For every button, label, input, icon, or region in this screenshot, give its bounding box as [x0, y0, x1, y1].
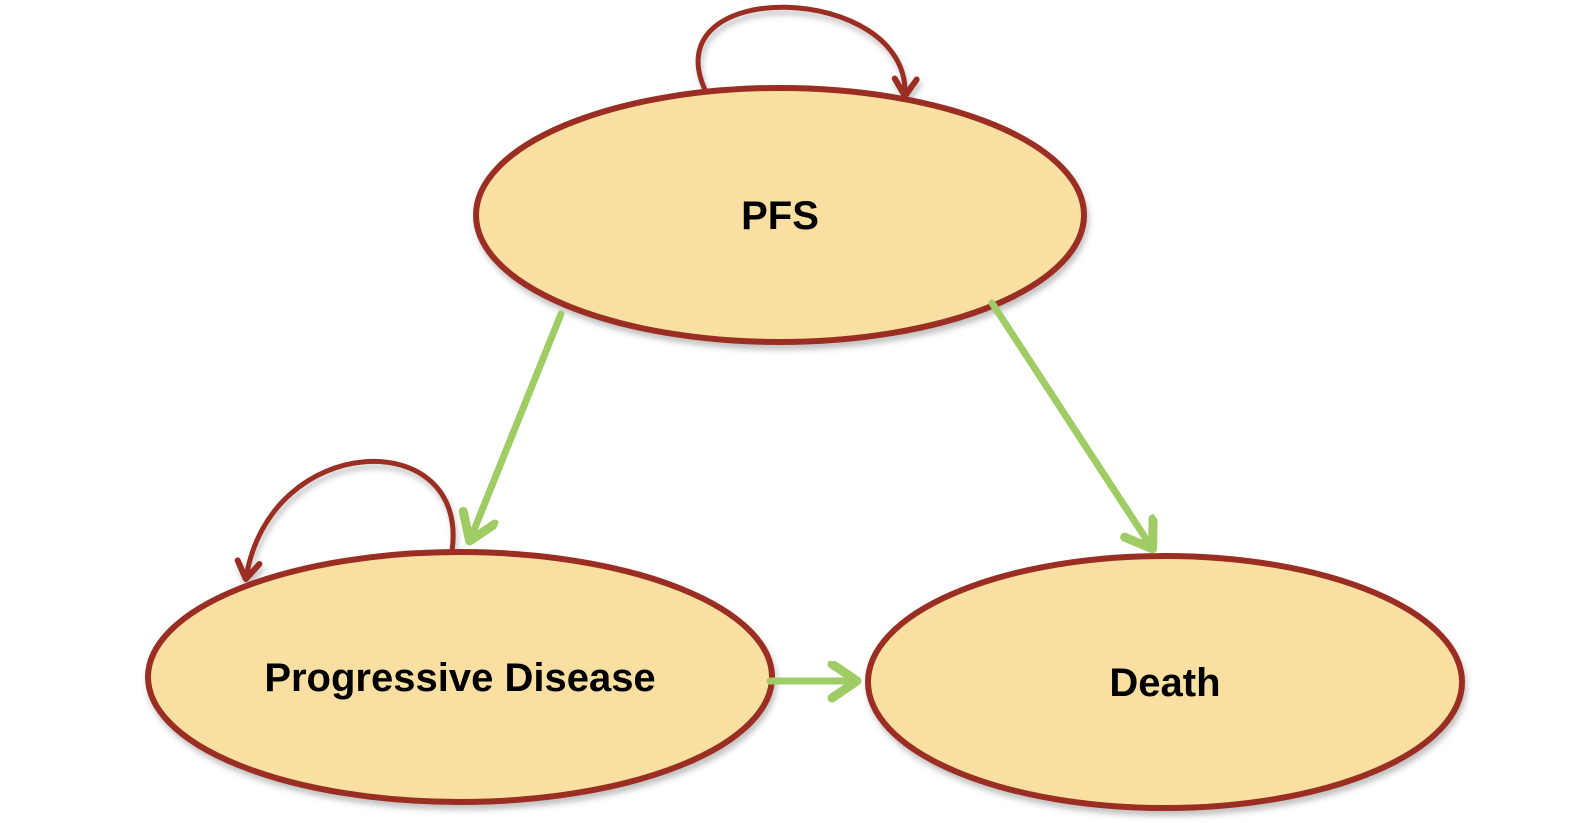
node-label-progressive-disease: Progressive Disease	[264, 656, 655, 700]
edge-pfs-to-death	[988, 299, 1152, 548]
node-death	[865, 553, 1465, 811]
pfs-self-loop-arrow	[695, 4, 920, 99]
edge-pfs-to-progressive-disease	[470, 310, 565, 540]
node-pfs	[473, 85, 1087, 345]
node-label-death: Death	[1109, 661, 1220, 705]
node-label-pfs: PFS	[741, 194, 819, 238]
progressive-disease-self-loop-arrow	[234, 459, 456, 582]
node-progressive-disease	[145, 549, 775, 805]
